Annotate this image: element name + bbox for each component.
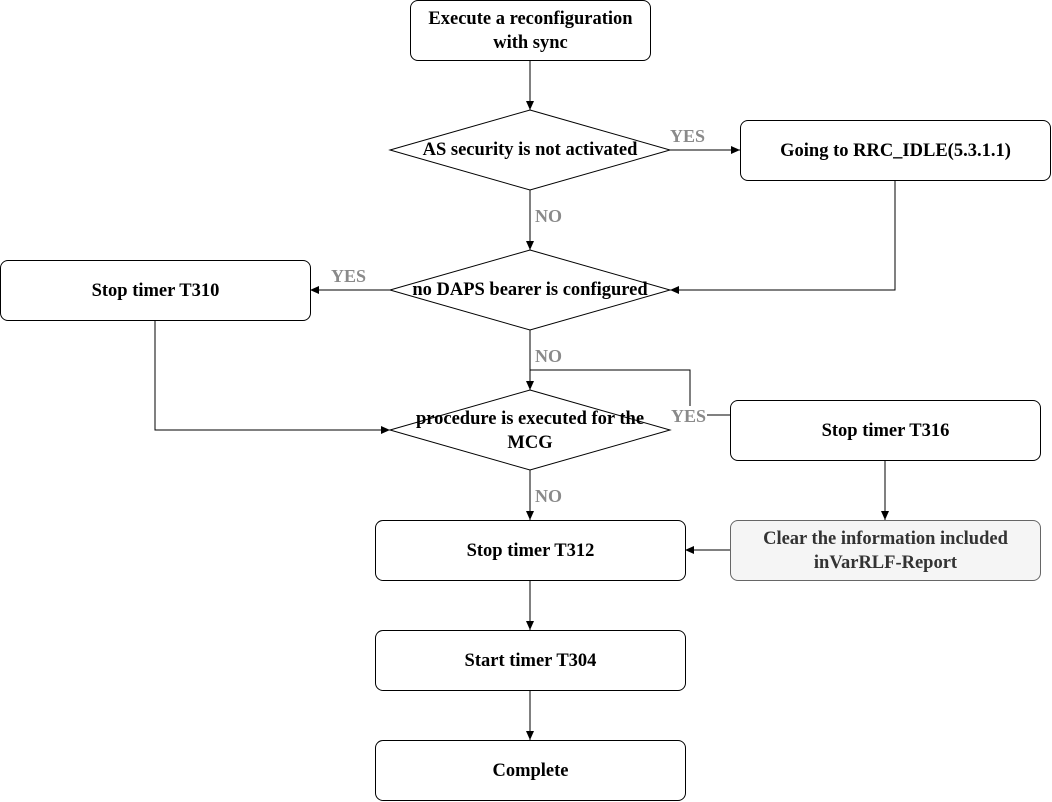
arrow-rrc-idle-to-daps bbox=[670, 180, 896, 294]
node-complete: Complete bbox=[375, 740, 686, 801]
decision-daps-label: no DAPS bearer is configured bbox=[412, 280, 648, 300]
edge-label-mcg-yes: YES bbox=[670, 406, 708, 426]
edge-label-security-no: NO bbox=[534, 206, 563, 226]
node-stop-timer-t310: Stop timer T310 bbox=[0, 260, 311, 321]
decision-security-label: AS security is not activated bbox=[422, 140, 638, 160]
node-clear-information: Clear the information included inVarRLF-… bbox=[730, 520, 1041, 581]
node-execute-reconfiguration: Execute a reconfiguration with sync bbox=[410, 0, 651, 61]
edge-label-daps-yes: YES bbox=[330, 266, 368, 286]
node-start-timer-t304: Start timer T304 bbox=[375, 630, 686, 691]
decision-mcg-label: procedure is executed for the MCG bbox=[415, 409, 645, 453]
node-stop-timer-t316: Stop timer T316 bbox=[730, 400, 1041, 461]
edge-label-daps-no: NO bbox=[534, 346, 563, 366]
node-going-to-rrc-idle: Going to RRC_IDLE(5.3.1.1) bbox=[740, 120, 1051, 181]
edge-label-security-yes: YES bbox=[669, 126, 707, 146]
edge-label-mcg-no: NO bbox=[534, 486, 563, 506]
node-stop-timer-t312: Stop timer T312 bbox=[375, 520, 686, 581]
arrow-t310-to-mcg bbox=[154, 320, 390, 434]
